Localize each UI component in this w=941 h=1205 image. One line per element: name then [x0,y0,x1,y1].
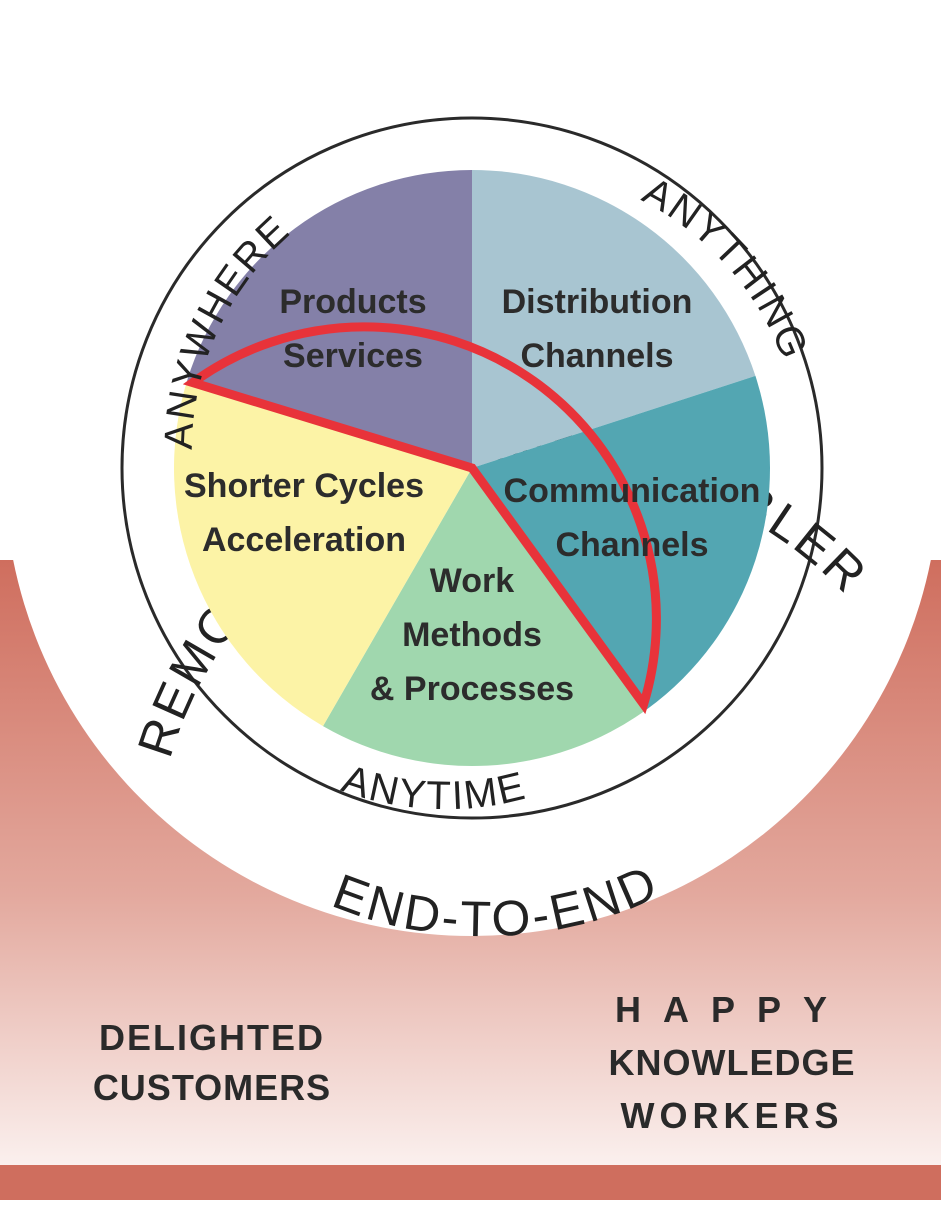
customers-label: CUSTOMERS [93,1067,331,1108]
segment-label-work-2: Methods [402,616,542,654]
happy-label: HAPPY [615,989,849,1030]
background-bottom-band [0,1165,941,1200]
segment-label-cycles-2: Acceleration [202,521,406,559]
pie-segment-products [187,170,472,468]
pie-chart: ProductsServicesDistributionChannelsComm… [174,170,771,766]
pie-segment-cycles [174,380,472,727]
segment-label-cycles-1: Shorter Cycles [184,467,424,505]
pie-segment-distribution [472,170,756,468]
delighted-label: DELIGHTED [99,1017,325,1058]
workers-label: WORKERS [621,1095,844,1136]
highlight-outline [182,322,661,715]
segment-label-products-2: Services [283,337,423,375]
segment-label-distribution-2: Channels [520,337,673,375]
segment-label-products-1: Products [279,283,426,321]
pie-segment-communication [472,375,771,710]
pie-segment-work [323,468,648,766]
knowledge-label: KNOWLEDGE [609,1042,856,1083]
segment-label-work-3: & Processes [370,670,574,708]
segment-label-work-1: Work [430,562,514,600]
segment-label-communication-1: Communication [504,472,761,510]
segment-label-distribution-1: Distribution [502,283,693,321]
segment-label-communication-2: Channels [555,526,708,564]
